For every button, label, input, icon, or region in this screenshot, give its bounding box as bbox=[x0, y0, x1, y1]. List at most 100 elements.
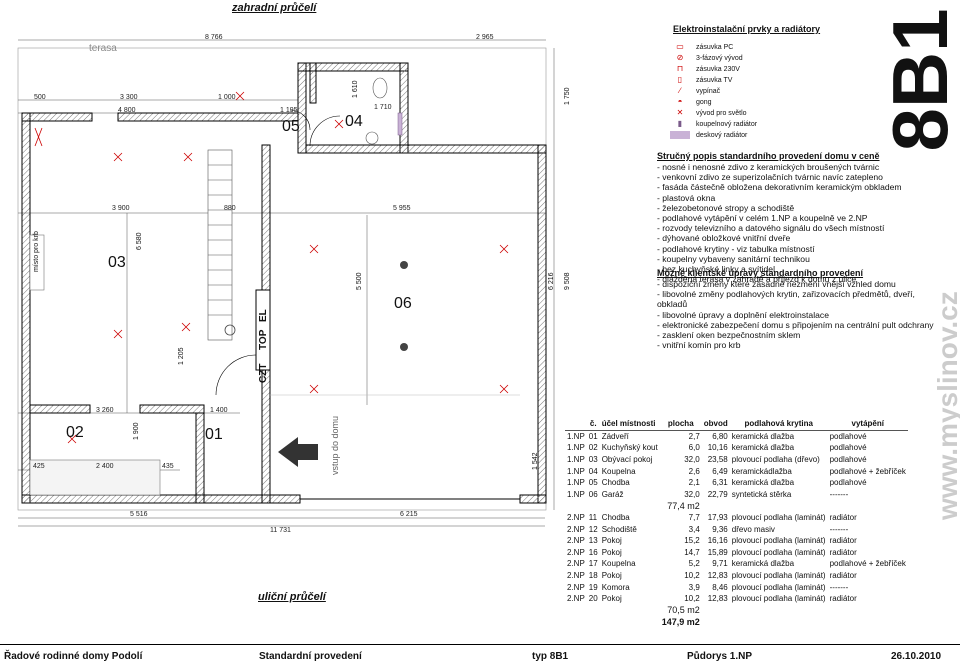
standard-line: - dlážděná terasa v zahradě a příjezd k … bbox=[657, 274, 857, 285]
table-cell: Pokoj bbox=[601, 571, 622, 581]
subtotal-row: 70,5 m2 bbox=[565, 605, 908, 617]
table-cell: 2,7 bbox=[688, 431, 700, 441]
col-header: č. bbox=[586, 418, 600, 431]
options-list: - dispoziční změny které zásadně nezmění… bbox=[657, 279, 947, 350]
table-cell: keramická dlažba bbox=[731, 559, 795, 569]
table-cell: 12,83 bbox=[707, 594, 728, 604]
table-cell: 04 bbox=[588, 466, 598, 476]
dim-label: 6 215 bbox=[400, 511, 418, 518]
table-cell: 2.NP bbox=[567, 513, 585, 523]
dim-label: 5 955 bbox=[393, 205, 411, 212]
bathroom-radiator-icon: ▮ bbox=[677, 119, 683, 128]
table-cell: 17 bbox=[588, 559, 598, 569]
standard-title: Stručný popis standardního provedení dom… bbox=[657, 151, 880, 161]
three-phase-icon: ⊘ bbox=[676, 53, 684, 62]
dim-label: 5 500 bbox=[356, 272, 363, 290]
pc-socket-icon: ▭ bbox=[676, 42, 684, 51]
table-cell: keramickádlažba bbox=[731, 466, 792, 476]
plan-drawing bbox=[17, 39, 555, 527]
info-panel: Elektroinstalační prvky a radiátory ▭zás… bbox=[560, 0, 960, 640]
table-cell: 3,4 bbox=[688, 524, 700, 534]
table-cell: plovoucí podlaha (laminát) bbox=[731, 547, 826, 557]
socket-icon: ⊓ bbox=[676, 64, 684, 73]
table-cell: Pokoj bbox=[601, 547, 622, 557]
total-area: 147,9 m2 bbox=[661, 616, 700, 627]
table-cell: 2.NP bbox=[567, 582, 585, 592]
room-01: 01 bbox=[205, 426, 223, 443]
table-cell: 02 bbox=[588, 443, 598, 453]
legend-item: deskový radiátor bbox=[670, 130, 747, 140]
table-cell: 1.NP bbox=[567, 466, 585, 476]
legend-item: ◓gong bbox=[670, 97, 712, 107]
option-line: - libovolné změny podlahových krytin, za… bbox=[657, 289, 915, 310]
table-cell: Chodba bbox=[601, 478, 630, 488]
table-cell: 15,2 bbox=[684, 536, 700, 546]
terrace-label: terasa bbox=[89, 43, 117, 54]
table-cell: 2.NP bbox=[567, 559, 585, 569]
switch-icon: ∕ bbox=[679, 86, 681, 95]
table-cell: 2,6 bbox=[688, 466, 700, 476]
table-cell: 16 bbox=[588, 547, 598, 557]
table-cell: 10,16 bbox=[707, 443, 728, 453]
table-cell: 11 bbox=[588, 513, 598, 523]
col-header: podlahová krytina bbox=[729, 418, 828, 431]
legend-item: ▯zásuvka TV bbox=[670, 75, 733, 85]
dim-label: 425 bbox=[33, 463, 45, 470]
table-cell: 6,0 bbox=[688, 443, 700, 453]
standard-line: - bez kuchyňské linky a svítidel bbox=[657, 264, 775, 275]
table-cell: ------- bbox=[829, 582, 849, 592]
table-cell: 1.NP bbox=[567, 455, 585, 465]
legend-item: ∕vypínač bbox=[670, 86, 720, 96]
entrance-label: vstup do domu bbox=[330, 415, 340, 475]
table-cell: Obývací pokoj bbox=[601, 455, 653, 465]
garden-facade-title: zahradní průčelí bbox=[232, 2, 317, 14]
street-facade-title: uliční průčelí bbox=[258, 591, 326, 603]
dim-label: 6 580 bbox=[136, 232, 143, 250]
drawing-name: Půdorys 1.NP bbox=[687, 651, 753, 662]
dim-label: 4 800 bbox=[118, 107, 136, 114]
table-cell: ------- bbox=[829, 489, 849, 499]
table-cell: 6,31 bbox=[712, 478, 728, 488]
table-cell: 20 bbox=[588, 594, 598, 604]
total-row: 147,9 m2 bbox=[565, 616, 908, 628]
table-cell: 2.NP bbox=[567, 536, 585, 546]
table-cell: 2.NP bbox=[567, 524, 585, 534]
table-cell: podlahové + žebříček bbox=[829, 559, 906, 569]
room-05: 05 bbox=[282, 118, 300, 135]
table-cell: 32,0 bbox=[684, 455, 700, 465]
dim-label: 1 205 bbox=[178, 347, 185, 365]
standard-line: - dýhované obložkové vnitřní dveře bbox=[657, 233, 791, 244]
dim-label: 3 900 bbox=[112, 205, 130, 212]
dim-label: 1 610 bbox=[352, 80, 359, 98]
table-cell: Schodiště bbox=[601, 524, 637, 534]
type-badge: 8B1 bbox=[876, 8, 960, 152]
table-cell: podlahové + žebříček bbox=[829, 466, 906, 476]
subtotal-row: 77,4 m2 bbox=[565, 500, 908, 512]
table-cell: 9,36 bbox=[712, 524, 728, 534]
table-cell: 6,80 bbox=[712, 431, 728, 441]
table-cell: 15,89 bbox=[707, 547, 728, 557]
table-cell: radiátor bbox=[829, 536, 857, 546]
table-cell: 1.NP bbox=[567, 478, 585, 488]
tv-socket-icon: ▯ bbox=[677, 75, 683, 84]
legend-title: Elektroinstalační prvky a radiátory bbox=[673, 24, 821, 34]
tech-top: TOP bbox=[258, 329, 269, 350]
table-cell: Garáž bbox=[601, 489, 624, 499]
table-cell: plovoucí podlaha (laminát) bbox=[731, 594, 826, 604]
variant-label: Standardní provedení bbox=[259, 651, 362, 662]
table-cell: 12 bbox=[588, 524, 598, 534]
table-cell: ------- bbox=[829, 524, 849, 534]
standard-line: - nosné i nenosné zdivo z keramických br… bbox=[657, 162, 880, 172]
legend-item: ▮koupelnový radiátor bbox=[670, 119, 757, 129]
dim-label: 2 400 bbox=[96, 463, 114, 470]
dim-label: 1 400 bbox=[210, 407, 228, 414]
